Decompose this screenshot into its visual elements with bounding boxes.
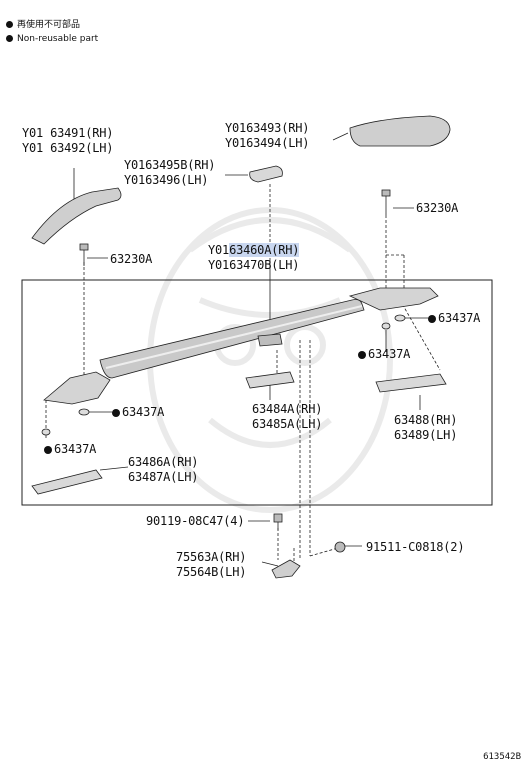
dashed-lines (45, 184, 441, 564)
legend-item-english: Non-reusable part (6, 34, 98, 45)
screw-90119 (273, 513, 283, 530)
pad-63484a (245, 371, 295, 389)
label-63485a: 63485A(LH) (252, 417, 323, 431)
label-63230a-left: 63230A (110, 252, 153, 266)
label-63484a: 63484A(RH) (252, 402, 323, 416)
bolt-63230a-right (381, 189, 391, 218)
label-63437a-left-upper: 63437A (112, 405, 164, 419)
label-63437a-left-lower: 63437A (44, 442, 96, 456)
label-63460a-highlight: 63460A(RH) (229, 243, 300, 257)
assembly-box (21, 279, 493, 506)
washers (41, 314, 406, 436)
center-cover (249, 165, 283, 183)
rear-end-cover (31, 187, 122, 245)
label-63470b: Y0163470B(LH) (208, 258, 300, 272)
label-90119: 90119-08C47(4) (146, 514, 245, 528)
label-63494: Y0163494(LH) (225, 136, 310, 150)
label-63437a-right-lower: 63437A (358, 347, 410, 361)
label-63488: 63488(RH) (394, 413, 458, 427)
figure-id: 613542B (483, 752, 521, 762)
label-63491: Y01 63491(RH) (22, 126, 114, 140)
label-63489: 63489(LH) (394, 428, 458, 442)
front-end-cover (349, 115, 451, 147)
label-63487a: 63487A(LH) (128, 470, 199, 484)
legend-text-japanese: 再使用不可部品 (17, 20, 81, 30)
non-reusable-dot-icon (6, 20, 13, 28)
bracket-75563a (271, 559, 301, 579)
label-91511: 91511-C0818(2) (366, 540, 465, 554)
pad-63486a (31, 469, 103, 495)
label-75563a: 75563A(RH) (176, 550, 247, 564)
label-63492: Y01 63492(LH) (22, 141, 114, 155)
bolt-63230a-left (79, 243, 89, 266)
label-63493: Y0163493(RH) (225, 121, 310, 135)
label-63486a: 63486A(RH) (128, 455, 199, 469)
label-63437a-right-upper: 63437A (428, 311, 480, 325)
label-75564b: 75564B(LH) (176, 565, 247, 579)
label-63496: Y0163496(LH) (124, 173, 209, 187)
label-63230a-top: 63230A (416, 201, 459, 215)
non-reusable-dot-icon (6, 34, 13, 42)
label-63495b: Y0163495B(RH) (124, 158, 216, 172)
legend-text-english: Non-reusable part (17, 34, 99, 44)
clip-91511 (334, 541, 346, 553)
label-63460a: Y0163460A(RH) (208, 243, 300, 257)
legend-item-japanese: 再使用不可部品 (6, 20, 80, 31)
pad-63488 (375, 373, 447, 393)
label-63460a-prefix: Y01 (208, 243, 230, 257)
roof-rail (43, 287, 439, 405)
